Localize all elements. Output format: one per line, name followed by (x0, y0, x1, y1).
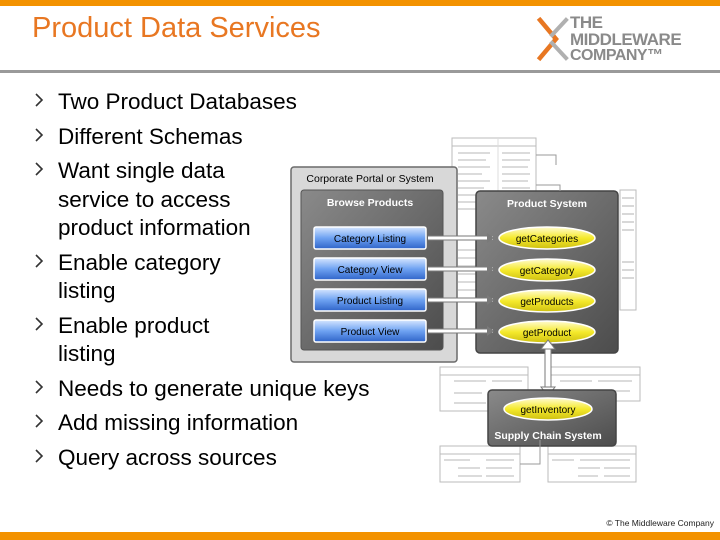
chevron-right-icon (35, 253, 44, 268)
vertical-connector (539, 339, 557, 397)
product-table-bottom-right (547, 366, 641, 402)
bullet-text: Add missing information (58, 410, 299, 435)
chevron-right-icon (35, 414, 44, 428)
service-getcategories: getCategories (498, 226, 596, 250)
chevron-right-icon (35, 448, 44, 463)
logo-x-icon (536, 16, 569, 62)
chevron-right-icon (35, 162, 44, 176)
supply-chain-title: Supply Chain System (494, 430, 601, 442)
bullet-list: Two Product Databases Different Schemas … (34, 88, 424, 478)
service-label: getCategories (516, 234, 578, 245)
service-getcategory: getCategory (498, 258, 596, 282)
bullet-item: Query across sources (34, 444, 424, 473)
bullet-text: Enable category listing (58, 249, 221, 304)
bullet-text: Enable product listing (58, 312, 210, 367)
chevron-right-icon (35, 316, 44, 331)
chevron-right-icon (35, 379, 44, 394)
arrowheads (487, 233, 494, 336)
schema-links (520, 154, 561, 465)
copyright-footer: © The Middleware Company (606, 518, 714, 528)
bullet-item: Different Schemas (34, 123, 424, 152)
title-divider (0, 70, 720, 73)
connector-arrows (428, 236, 493, 333)
product-system-panel: Product System getCategories getCategory… (475, 190, 619, 354)
product-table-top (451, 137, 537, 299)
supply-chain-panel: getInventory Supply Chain System (487, 389, 617, 447)
bottom-accent-bar (0, 532, 720, 540)
service-label: getProduct (523, 328, 572, 339)
connector-arrows-outline (428, 235, 490, 334)
slide-title: Product Data Services (32, 12, 321, 44)
bullet-item: Enable category listing (34, 249, 258, 306)
bullet-item: Want single data service to access produ… (34, 157, 278, 243)
bullet-item: Add missing information (34, 409, 424, 438)
service-getinventory: getInventory (503, 397, 593, 421)
category-table-right (619, 189, 637, 311)
bullet-text: Needs to generate unique keys (58, 375, 370, 401)
chevron-right-icon (35, 127, 44, 142)
bullet-text: Want single data service to access produ… (58, 158, 251, 240)
bullet-item: Two Product Databases (34, 88, 424, 117)
service-label: getInventory (520, 405, 575, 416)
inventory-table (439, 445, 521, 483)
bullet-item: Enable product listing (34, 312, 258, 369)
supplier-table (547, 445, 637, 483)
service-getproduct: getProduct (498, 320, 596, 344)
service-label: getCategory (520, 266, 574, 277)
service-getproducts: getProducts (498, 289, 596, 313)
bullet-text: Two Product Databases (58, 89, 297, 114)
top-accent-bar (0, 0, 720, 6)
logo-text-line2: MIDDLEWARE (570, 30, 682, 49)
logo-text-line3: COMPANY™ (570, 47, 663, 64)
bullet-text: Different Schemas (58, 123, 243, 149)
product-table-bottom-left (439, 366, 529, 412)
logo-text-line1: THE (570, 13, 603, 32)
bullet-text: Query across sources (58, 444, 277, 470)
service-label: getProducts (520, 297, 573, 308)
company-logo: THE MIDDLEWARE COMPANY™ (532, 12, 712, 66)
chevron-right-icon (35, 93, 44, 107)
product-system-title: Product System (507, 198, 587, 210)
bullet-item: Needs to generate unique keys (34, 375, 424, 404)
